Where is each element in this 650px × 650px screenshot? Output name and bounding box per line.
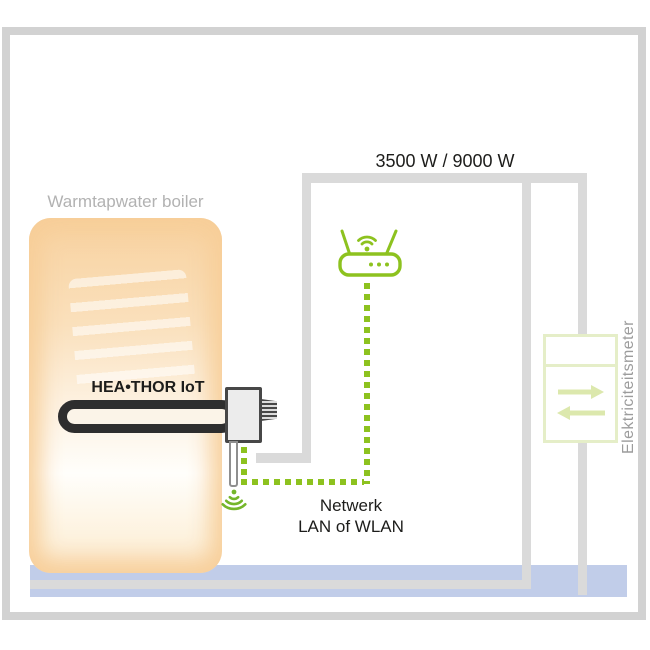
heating-element [58, 400, 238, 433]
power-rating-label: 3500 W / 9000 W [375, 151, 515, 171]
hot-water-boiler [29, 218, 222, 573]
floor-power-cable [30, 580, 531, 589]
electricity-meter-label: Elektriciteitsmeter [620, 320, 637, 454]
electricity-meter-box [543, 334, 618, 443]
network-label-line2: LAN of WLAN [298, 517, 404, 536]
network-link-device [241, 447, 247, 479]
network-link-horizontal [241, 479, 364, 485]
ceiling-power-cable [302, 173, 587, 183]
device-power-cable-vertical [302, 173, 311, 463]
network-label: Netwerk LAN of WLAN [276, 495, 426, 537]
boiler-sheen-stripes [68, 269, 196, 397]
device-power-cable-stub [256, 453, 311, 463]
device-heatsink [261, 399, 277, 421]
wifi-signal-icon [221, 489, 247, 511]
exchange-arrows-icon [557, 385, 605, 420]
antenna-probe [229, 441, 238, 487]
iot-control-unit [225, 387, 262, 443]
room-frame [2, 27, 646, 620]
meter-divider [546, 364, 615, 367]
network-link-router [364, 283, 370, 484]
router-icon [338, 229, 402, 277]
boiler-label: Warmtapwater boiler [47, 192, 204, 211]
wall-power-cable-left [522, 181, 531, 589]
device-label: HEA•THOR IoT [91, 379, 205, 396]
network-label-line1: Netwerk [319, 496, 383, 515]
